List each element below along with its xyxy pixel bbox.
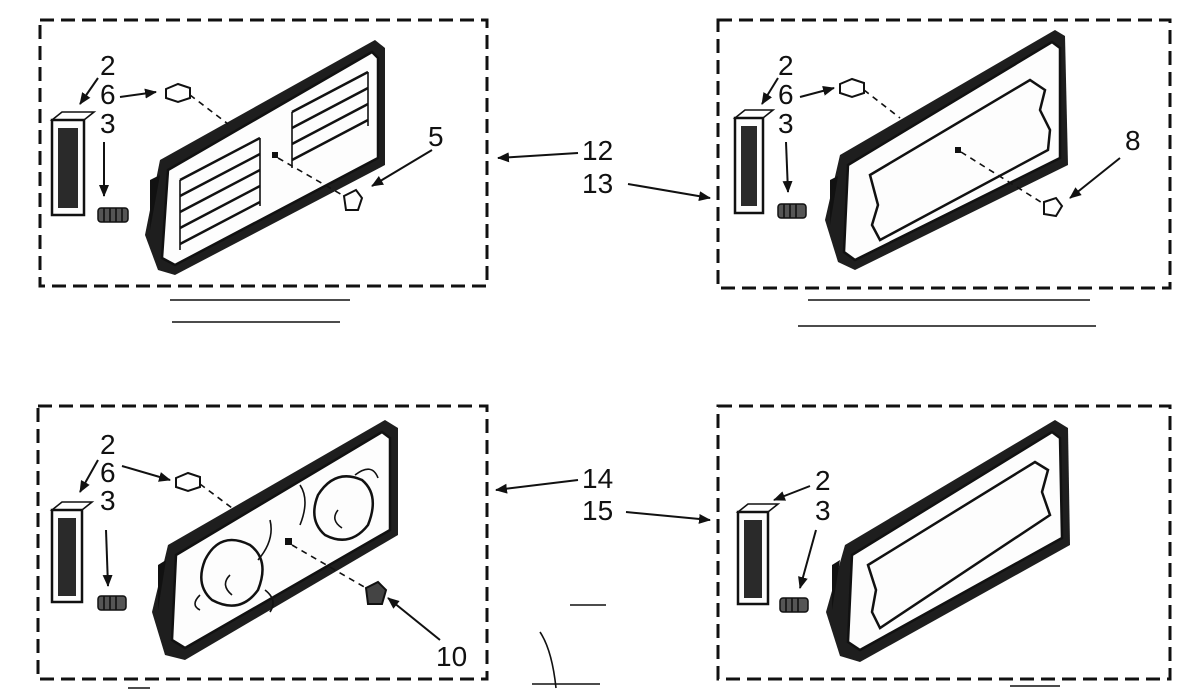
callout-screw: 3 [100,108,116,139]
kit-labels-top: 12 13 [497,135,711,202]
panel-frame-outline [868,78,1052,242]
ornamental-grille-panel [152,420,398,660]
callout-screw: 3 [815,495,831,526]
callout-screw: 3 [100,485,116,516]
callout-plug: 6 [100,457,116,488]
callout-end-cap: 2 [815,465,831,496]
kit-border [716,404,1172,681]
framed-grille-panel [825,30,1068,270]
kit-framed-grille: 2 6 3 8 [716,18,1172,290]
fastener-part [364,580,388,605]
end-cap-part [735,503,781,606]
panel-hole [285,538,292,545]
kit-label-15: 15 [582,495,613,526]
louvered-grille-panel [145,40,385,275]
kit-border [716,18,1172,290]
kit-ornamental-grille: 2 6 3 10 [36,404,489,681]
fastener-part [342,188,364,211]
plug-part [175,471,201,493]
callout-end-cap: 2 [778,50,794,81]
callout-fastener: 5 [428,121,444,152]
panel-frame-outline [866,460,1052,630]
screw-part [97,595,127,611]
screw-part [779,597,809,613]
kit-label-14: 14 [582,463,613,494]
underline-marks [170,299,1096,327]
kit-plain-grille: 2 3 [716,404,1172,681]
callout-fastener: 8 [1125,125,1141,156]
screw-part [97,207,129,223]
fastener-part [1043,196,1064,218]
plug-part [165,82,191,104]
kit-label-12: 12 [582,135,613,166]
panel-hole [955,147,961,153]
kit-louvered-grille: 2 6 3 5 [38,18,489,288]
callout-plug: 6 [100,79,116,110]
scan-artifacts [128,604,1060,689]
screw-part [777,203,807,219]
kit-labels-bottom: 14 15 [495,463,711,526]
callout-plug: 6 [778,79,794,110]
callout-fastener: 10 [436,641,467,672]
end-cap-part [732,109,776,215]
louvers-right [291,70,369,168]
kit-border [36,404,489,681]
ornament-scrolls [194,468,379,613]
end-cap-part [49,501,95,604]
callout-end-cap: 2 [100,50,116,81]
louvers-left [179,136,261,250]
callout-end-cap: 2 [100,429,116,460]
end-cap-part [49,111,97,217]
kit-border [38,18,489,288]
plug-part [839,77,865,99]
panel-hole [272,152,278,158]
kit-label-13: 13 [582,168,613,199]
plain-grille-panel [826,420,1070,662]
callout-screw: 3 [778,108,794,139]
